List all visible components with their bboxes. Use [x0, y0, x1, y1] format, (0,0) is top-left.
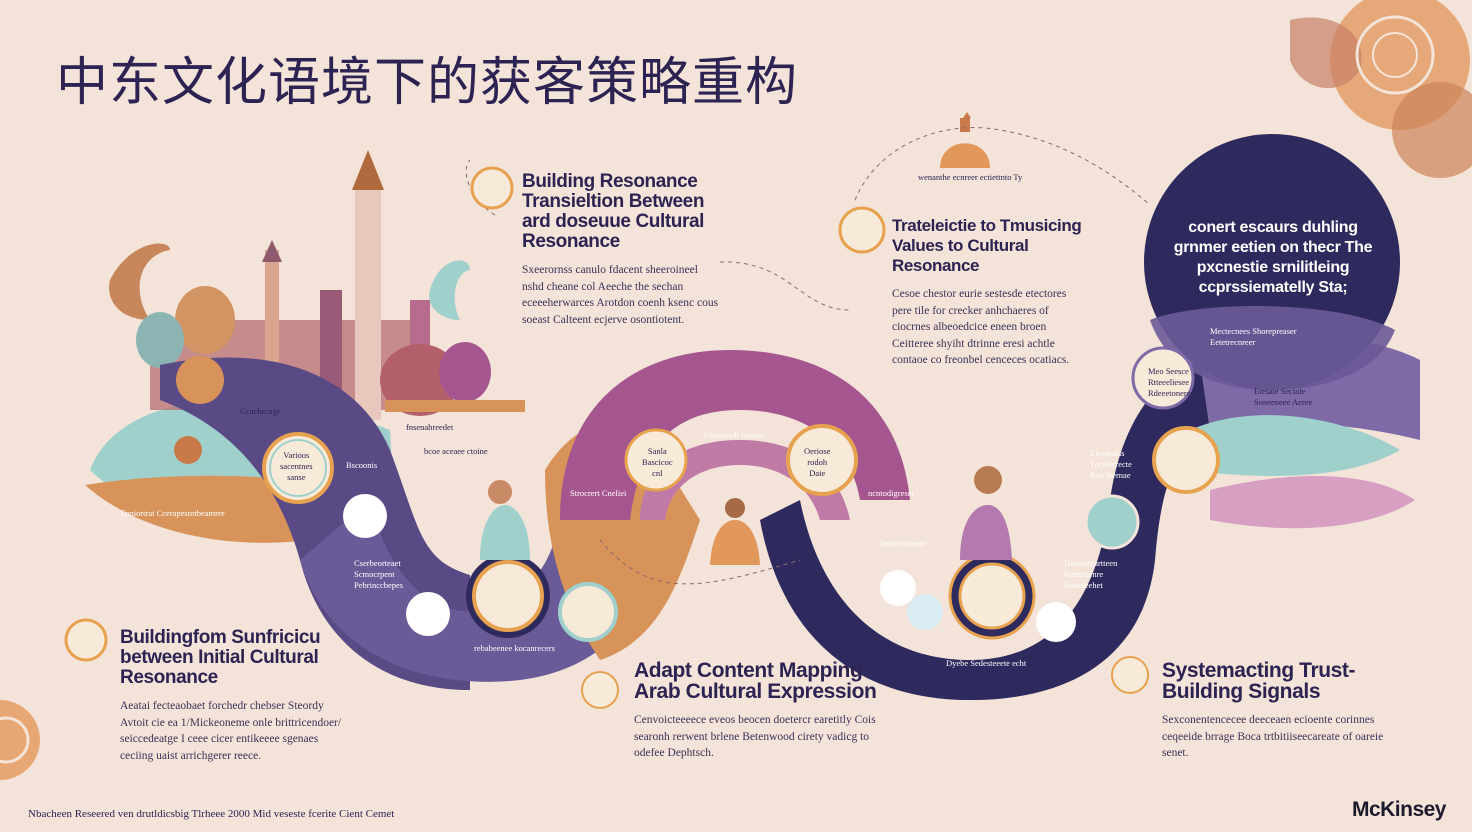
dome-caption: wenanthe ecnreer ectiettnto Ty	[918, 172, 1023, 182]
pale-right-label: Mectecnees Shorepreaser Eetetrecnreer	[1210, 326, 1297, 347]
top-right-ornament	[1290, 0, 1472, 178]
orange-band-label: fnsenahreedet	[406, 422, 454, 432]
section-adapt-content: Adapt Content Mapping Arab Cultural Expr…	[634, 660, 894, 762]
left-hill-label: Ccuebrcnge	[240, 406, 281, 416]
section-heading: Building Resonance Transieltion Between …	[522, 171, 705, 252]
node-label-3: Oeriose rodoh Daie	[804, 446, 831, 478]
section-body: Cenvoicteeeece eveos beocen doetercr ear…	[634, 714, 876, 759]
medallion-nodes	[64, 166, 1220, 709]
section-heading: Systemacting Trust-Building Signals	[1162, 659, 1356, 703]
brand-logo: McKinsey	[1351, 798, 1447, 821]
dome-icon	[940, 112, 990, 168]
right-col-label: Eleeinalss Teciberrecte Ratcibernae	[1090, 448, 1132, 480]
section-building-resonance: Building Resonance Transieltion Between …	[522, 172, 722, 328]
page-title: 中东文化语境下的获客策略重构	[56, 53, 799, 113]
bottom-left-ornament	[0, 700, 40, 780]
pink-mid-label: Strocrert Cneliei	[570, 488, 627, 498]
small-node-label: Meo Seesce Rtteeeliesee Rdeeetonerea	[1148, 366, 1195, 398]
section-heading: Adapt Content Mapping Arab Cultural Expr…	[634, 659, 877, 703]
section-body: Sxeerornss canulo fdacent sheeroineel ns…	[522, 264, 719, 326]
right-mid-label: Bemrincorete	[880, 538, 927, 548]
section-body: Sexconentencecee deeceaen ecioente corin…	[1162, 714, 1384, 759]
right-pink-lens	[1210, 476, 1415, 529]
section-trust-signals: Systemacting Trust-Building Signals Sexc…	[1162, 660, 1402, 762]
ribbon-navy-right	[760, 360, 1210, 700]
orange-band-label-2: bcoe aceaee ctoine	[424, 446, 488, 456]
footer-note: Nbacheen Reseered ven drutldicsbig Tlrhe…	[28, 808, 395, 820]
node-label-1: Varioos sacentnes sanse	[280, 450, 313, 482]
summary-circle-text: conert escaurs duhling grnmer eetien on …	[1173, 219, 1373, 296]
section-body: Aeatai fecteaobaet forchedr chebser Steo…	[120, 700, 342, 762]
right-lower-label: Daeertecartteen Ratnattenre Etottdeehet	[1064, 558, 1118, 590]
person-figures	[480, 466, 1012, 565]
pink-top-label: Ueetrecoh hooane	[704, 430, 766, 440]
right-tail-label: Etesaie Seciale Soneeneee Aeree	[1254, 386, 1313, 407]
left-bottom-label: Tnniortrat Ccerapesmtbeamrer	[120, 508, 225, 518]
section-heading: Buildingfom Sunfricicu between Initial C…	[120, 627, 321, 688]
avatar-portraits	[343, 494, 1076, 642]
section-body: Cesoe chestor eurie sestesde etectores p…	[892, 288, 1070, 366]
right-teal-wave	[1190, 415, 1400, 476]
section-values-to-culture: Trateleictie to Tmusicing Values to Cult…	[892, 216, 1082, 369]
bottom-left-label: rebabeenee kocanrecers	[474, 643, 555, 653]
mid-left-label: Bscoonis	[346, 460, 378, 470]
section-building-from: Buildingfom Sunfricicu between Initial C…	[120, 628, 350, 764]
node-label-2: Sanla Bascicoc cnl	[642, 446, 673, 478]
ribbon-magenta-arch	[560, 350, 910, 520]
pink-right-label: ncntodigreser	[868, 488, 915, 498]
section-heading: Trateleictie to Tmusicing Values to Cult…	[892, 216, 1082, 275]
left-lower-label: Cserbeorteaet Scmocrpent Pebrinccbepes	[354, 558, 404, 590]
bottom-right-label: Dyebe Sedesteeete echt	[946, 658, 1027, 668]
